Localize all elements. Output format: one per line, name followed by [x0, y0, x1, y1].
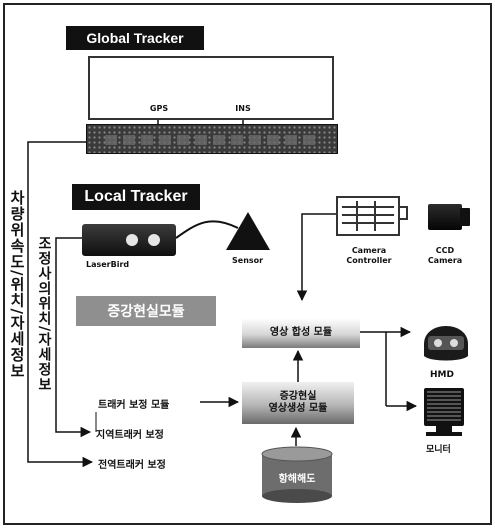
monitor-icon [424, 388, 464, 426]
ccd-camera-lens [460, 208, 470, 226]
laserbird-led-icon [148, 234, 160, 246]
hmd-label: HMD [430, 370, 454, 380]
chart-database-icon [261, 446, 333, 503]
pilot-info-line [55, 237, 82, 433]
camera-controller-label: Camera Controller [346, 246, 392, 265]
ar-module-label: 증강현실모듈 [76, 296, 216, 326]
local-tracker-title: Local Tracker [72, 184, 200, 210]
global-tracker-title: Global Tracker [66, 26, 204, 50]
local-tracker-correction: 지역트래커 보정 [96, 430, 164, 441]
monitor-base [426, 432, 462, 436]
global-tracker-box [88, 56, 334, 120]
laserbird-device [82, 224, 176, 256]
laserbird-cable [175, 220, 239, 239]
pilot-info-text: 조정사의위치/자세정보 [36, 236, 52, 393]
tracker-correction-module: 트래커 보정 모듈 [98, 400, 170, 411]
gps-label: GPS [149, 104, 169, 113]
ar-gen-line2: 영상생성 모듈 [268, 403, 328, 414]
laserbird-label: LaserBird [86, 260, 130, 269]
camera-connector [398, 206, 408, 220]
global-tracker-correction: 전역트래커 보정 [98, 460, 166, 471]
vehicle-info-line [27, 141, 86, 463]
vehicle-info-text: 차량위속도/위치/자세정보 [8, 190, 26, 379]
ccd-camera-icon [428, 204, 462, 230]
hmd-icon [424, 326, 468, 361]
image-synthesis-module: 영상 합성 모듈 [242, 318, 360, 348]
chart-database-label: 항해해도 [278, 474, 316, 485]
camera-controller-device [336, 196, 400, 236]
sensor-icon [226, 212, 270, 250]
monitor-label: 모니터 [426, 445, 451, 455]
camera-to-synth-line [301, 213, 336, 286]
global-tracker-fusion-bar [86, 124, 338, 154]
laserbird-led-icon [126, 234, 138, 246]
ins-label: INS [235, 104, 251, 113]
sensor-label: Sensor [232, 256, 264, 265]
ar-gen-line1: 증강현실 [279, 391, 317, 402]
monitor-stand [436, 426, 452, 432]
ccd-camera-label: CCD Camera [427, 246, 463, 265]
diagram-frame [3, 3, 492, 525]
ar-image-generation-module: 증강현실 영상생성 모듈 [242, 382, 354, 424]
